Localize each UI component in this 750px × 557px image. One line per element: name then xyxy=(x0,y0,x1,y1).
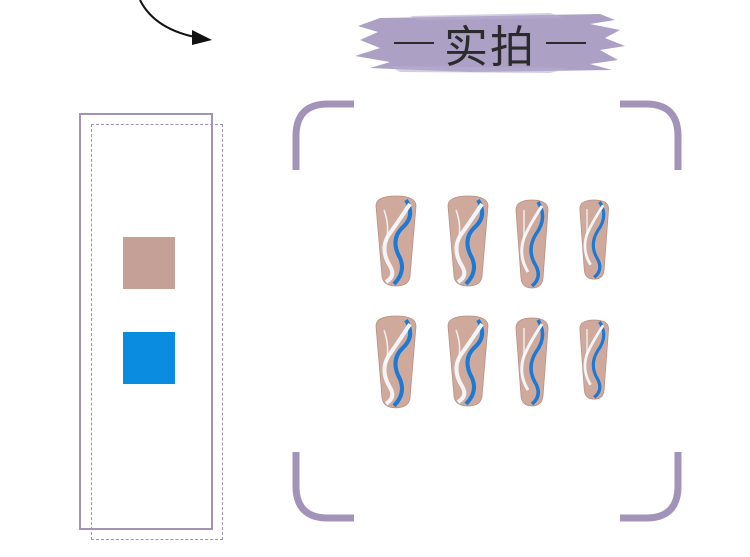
title-label: 实拍 xyxy=(444,22,536,73)
nail-6 xyxy=(446,314,490,408)
nails-row-top xyxy=(374,194,611,290)
nail-2 xyxy=(446,194,490,288)
corner-bottom-left xyxy=(292,452,354,522)
corner-bottom-right xyxy=(620,452,682,522)
nail-7 xyxy=(514,316,550,408)
color-swatch-panel-dashed-border xyxy=(91,124,223,540)
swatch-blue xyxy=(123,332,175,384)
corner-top-right xyxy=(620,100,682,170)
title-dash-right xyxy=(546,42,586,44)
product-photo-frame xyxy=(292,100,682,522)
brush-stroke-icon xyxy=(355,13,625,73)
nail-5 xyxy=(376,316,416,408)
nail-1 xyxy=(374,194,418,288)
frame-corners xyxy=(292,100,682,522)
color-swatch-panel xyxy=(79,113,213,530)
title-dash-left xyxy=(394,42,434,44)
nail-3 xyxy=(514,198,550,290)
nail-8 xyxy=(578,318,611,401)
swatch-nude xyxy=(123,237,175,289)
nails-row-bottom xyxy=(376,314,611,408)
section-title: 实拍 xyxy=(350,10,630,76)
corner-top-left xyxy=(292,100,354,170)
curved-arrow-icon xyxy=(139,0,212,45)
nail-4 xyxy=(578,198,611,281)
